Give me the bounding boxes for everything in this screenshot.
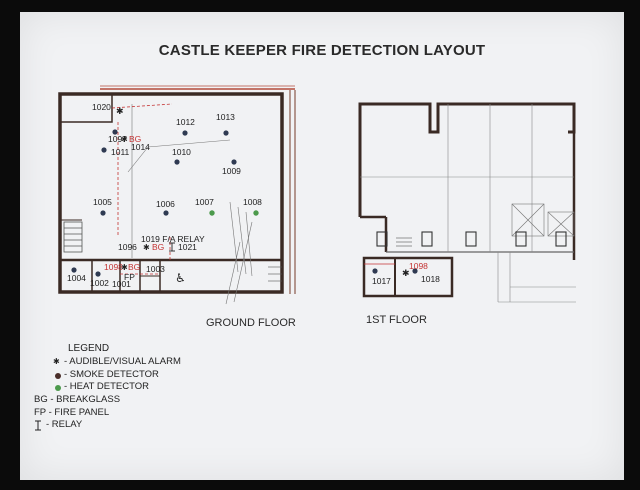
smoke-detector-1018	[412, 268, 418, 274]
smoke-detector-1004	[71, 267, 77, 273]
ground-floor-plan	[58, 85, 296, 305]
first-floor-label: 1ST FLOOR	[366, 314, 427, 326]
alarm-star-5: ✱	[402, 269, 410, 279]
smoke-detector-1013	[223, 130, 229, 136]
room-label-1007: 1007	[195, 197, 214, 207]
legend-alarm: - AUDIBLE/VISUAL ALARM	[64, 356, 181, 367]
legend-relay-icon	[35, 420, 41, 431]
room-label-1008: 1008	[243, 197, 262, 207]
ground-outer-wall	[58, 92, 284, 294]
smoke-detector-1017	[372, 268, 378, 274]
smoke-detector-1020	[112, 129, 118, 135]
room-label-1020: 1020	[92, 102, 111, 112]
relay-symbol-1021	[169, 242, 175, 252]
alarm-star-3: ✱	[143, 243, 150, 252]
room-label-1004: 1004	[67, 273, 86, 283]
room-label-1009: 1009	[222, 166, 241, 176]
legend-breakglass: BG - BREAKGLASS	[34, 394, 121, 405]
room-label-1097: 1097	[108, 134, 127, 144]
legend-heat-icon	[55, 385, 61, 391]
ground-floor-label: GROUND FLOOR	[206, 317, 296, 329]
drawing-sheet: CASTLE KEEPER FIRE DETECTION LAYOUT	[20, 12, 624, 480]
room-label-1005: 1005	[93, 197, 112, 207]
breakglass-tag-1: BG	[129, 134, 141, 144]
floor-plans: 1020 1012 1013 1097 BG 1011 1014 1010 10…	[35, 85, 576, 431]
smoke-detector-1002	[95, 271, 101, 277]
breakglass-tag-2: BG	[152, 242, 164, 252]
legend-smoke-icon	[55, 373, 61, 379]
room-label-1018: 1018	[421, 274, 440, 284]
fire-panel-tag: FP	[124, 272, 135, 282]
wheelchair-icon: ♿	[175, 271, 186, 285]
room-label-1098: 1098	[409, 261, 428, 271]
legend-title: LEGEND	[68, 343, 110, 354]
legend-smoke: - SMOKE DETECTOR	[64, 369, 159, 380]
heat-detector-1008	[253, 210, 259, 216]
legend-alarm-icon: ✱	[53, 357, 60, 366]
alarm-star-2: ✱	[121, 135, 128, 144]
room-label-1013: 1013	[216, 112, 235, 122]
room-label-1002: 1002	[90, 278, 109, 288]
page-title: CASTLE KEEPER FIRE DETECTION LAYOUT	[158, 42, 486, 59]
legend-fire-panel: FP - FIRE PANEL	[34, 407, 110, 418]
smoke-detector-1012	[182, 130, 188, 136]
smoke-detector-1006	[163, 210, 169, 216]
room-label-1098a: 1098	[104, 262, 123, 272]
room-label-1019: 1019 F/A RELAY	[141, 234, 205, 244]
legend-heat: - HEAT DETECTOR	[64, 381, 149, 392]
room-label-1011: 1011	[111, 147, 130, 157]
room-label-1017: 1017	[372, 276, 391, 286]
room-label-1001: 1001	[112, 279, 131, 289]
smoke-detector-1005	[100, 210, 106, 216]
room-label-1010: 1010	[172, 147, 191, 157]
alarm-star-1: ✱	[116, 107, 124, 117]
smoke-detector-1011	[101, 147, 107, 153]
legend-relay: - RELAY	[46, 419, 83, 430]
room-label-1021: 1021	[178, 242, 197, 252]
room-label-1006: 1006	[156, 199, 175, 209]
room-label-1012: 1012	[176, 117, 195, 127]
alarm-star-4: ✱	[121, 263, 128, 272]
breakglass-tag-3: BG	[128, 262, 140, 272]
heat-detector-1007	[209, 210, 215, 216]
first-floor-plan	[358, 102, 576, 303]
room-label-1003: 1003	[146, 264, 165, 274]
room-label-1014: 1014	[131, 142, 150, 152]
smoke-detector-1010	[174, 159, 180, 165]
smoke-detector-1009	[231, 159, 237, 165]
room-label-1096: 1096	[118, 242, 137, 252]
